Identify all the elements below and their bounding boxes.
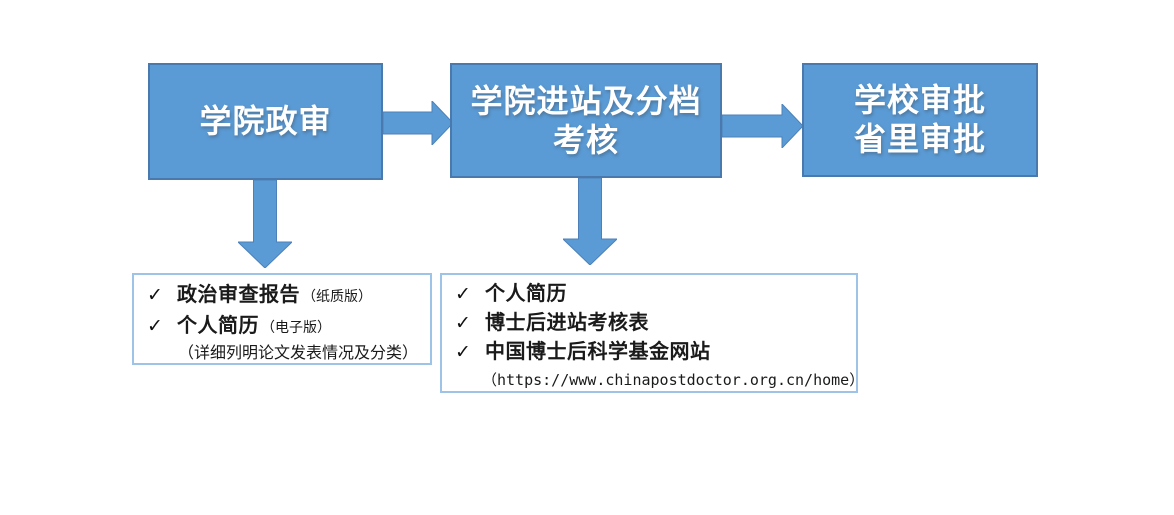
- check-icon: ✓: [455, 342, 471, 363]
- checklist-item-text: 博士后进站考核表: [485, 312, 649, 334]
- step-label: 省里审批: [853, 121, 986, 157]
- checklist-footnote: （详细列明论文发表情况及分类）: [178, 345, 419, 362]
- checklist-item: ✓ 博士后进站考核表: [442, 309, 856, 338]
- arrow-down-icon: [236, 179, 294, 273]
- checklist-footnote-url: （https://www.chinapostdoctor.org.cn/home…: [482, 371, 865, 389]
- step-label: 考核: [552, 121, 619, 158]
- checklist-item: ✓ 个人简历: [442, 280, 856, 309]
- check-icon: ✓: [455, 284, 471, 305]
- checklist-item-text: 中国博士后科学基金网站: [485, 341, 711, 363]
- checklist-item-text: 政治审查报告: [177, 284, 300, 306]
- checklist-item: ✓ 个人简历 （电子版）: [134, 311, 430, 342]
- step-college-entry-grading-assessment: 学院进站及分档 考核: [450, 63, 722, 178]
- checklist-political-review-materials: ✓ 政治审查报告 （纸质版） ✓ 个人简历 （电子版） （详细列明论文发表情况及…: [132, 273, 432, 365]
- checklist-item-note: （纸质版）: [302, 288, 372, 304]
- checklist-item-text: 个人简历: [485, 283, 567, 305]
- arrow-right-icon: [382, 99, 454, 150]
- arrow-down-icon: [561, 177, 619, 270]
- check-icon: ✓: [147, 285, 163, 306]
- step-university-province-approval: 学校审批 省里审批: [802, 63, 1038, 177]
- check-icon: ✓: [455, 313, 471, 334]
- step-label: 学院政审: [199, 103, 332, 139]
- checklist-entry-assessment-materials: ✓ 个人简历 ✓ 博士后进站考核表 ✓ 中国博士后科学基金网站 （https:/…: [440, 273, 865, 393]
- checklist-item-note: （电子版）: [261, 319, 331, 335]
- arrow-right-icon: [721, 102, 804, 153]
- step-label: 学校审批: [853, 82, 986, 118]
- checklist-item-text: 个人简历: [177, 315, 259, 337]
- checklist-item: ✓ 政治审查报告 （纸质版）: [134, 280, 430, 311]
- checklist-item: ✓ 中国博士后科学基金网站: [442, 338, 856, 367]
- step-label: 学院进站及分档: [470, 82, 702, 119]
- step-college-political-review: 学院政审: [148, 63, 383, 180]
- check-icon: ✓: [147, 316, 163, 337]
